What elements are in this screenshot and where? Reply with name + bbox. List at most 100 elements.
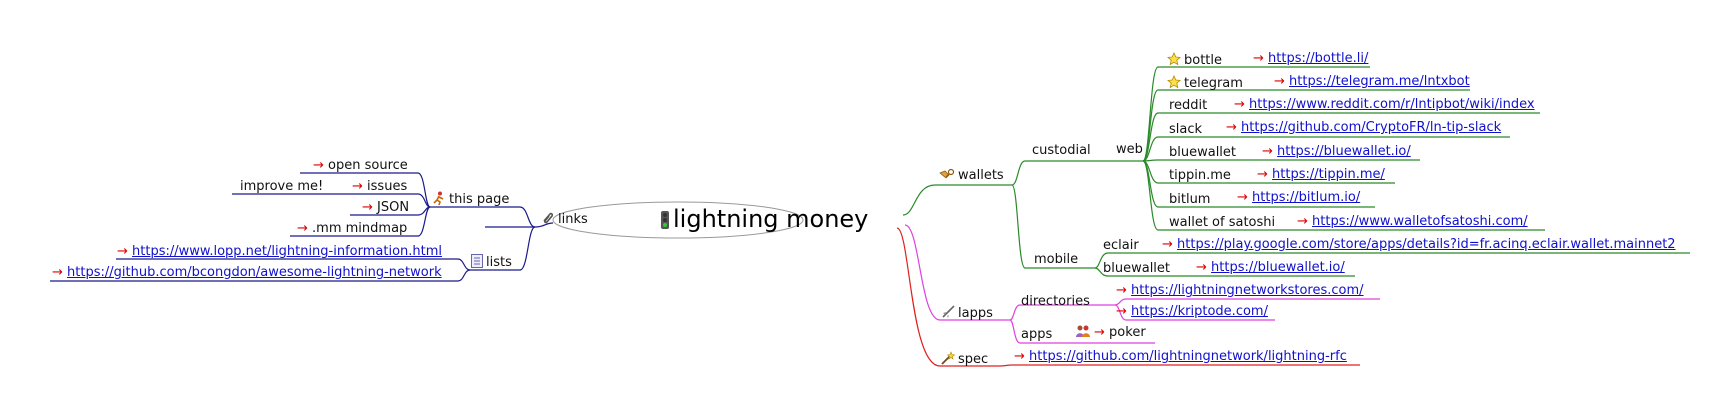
rocket-icon <box>941 305 955 323</box>
edge-wos <box>1142 160 1545 231</box>
node-tippin-label: tippin.me <box>1169 168 1231 183</box>
node-lapps-label: lapps <box>958 306 993 321</box>
root-label: lightning money <box>673 205 869 233</box>
node-open-source[interactable]: → open source <box>313 158 408 173</box>
edge-eclair <box>1094 252 1690 269</box>
lnstores-hyperlink[interactable]: https://lightningnetworkstores.com/ <box>1131 283 1364 298</box>
node-web[interactable]: web <box>1116 142 1143 157</box>
magic-wand-icon <box>941 351 956 369</box>
node-spec-link[interactable]: → https://github.com/lightningnetwork/li… <box>1014 349 1347 364</box>
red-arrow-icon: → <box>1116 283 1127 298</box>
node-wos-label: wallet of satoshi <box>1169 215 1276 230</box>
star-icon <box>1167 75 1181 93</box>
root-node[interactable]: lightning money <box>660 205 868 235</box>
node-issues[interactable]: → issues <box>352 179 407 194</box>
running-person-icon <box>432 191 446 209</box>
node-slack-link[interactable]: → https://github.com/CryptoFR/ln-tip-sla… <box>1226 120 1501 135</box>
node-awesome-link[interactable]: → https://github.com/bcongdon/awesome-li… <box>52 265 442 280</box>
edge-bluewallet <box>1142 159 1420 162</box>
people-icon <box>1075 324 1091 342</box>
red-arrow-icon: → <box>1262 144 1273 159</box>
node-json[interactable]: → JSON <box>362 200 409 215</box>
red-arrow-icon: → <box>1014 349 1025 364</box>
bluewallet-mobile-hyperlink[interactable]: https://bluewallet.io/ <box>1211 260 1345 275</box>
node-custodial[interactable]: custodial <box>1032 143 1091 158</box>
reddit-hyperlink[interactable]: https://www.reddit.com/r/lntipbot/wiki/i… <box>1249 97 1535 112</box>
node-lnstores-link[interactable]: → https://lightningnetworkstores.com/ <box>1116 283 1364 298</box>
node-bitlum-link[interactable]: → https://bitlum.io/ <box>1237 190 1360 205</box>
red-arrow-icon: → <box>1234 97 1245 112</box>
node-telegram-link[interactable]: → https://telegram.me/lntxbot <box>1274 74 1470 89</box>
node-bluewallet-mobile[interactable]: bluewallet <box>1103 261 1170 276</box>
node-slack-label: slack <box>1169 122 1203 137</box>
node-directories[interactable]: directories <box>1021 294 1090 309</box>
edge-lopp <box>116 258 471 271</box>
spec-hyperlink[interactable]: https://github.com/lightningnetwork/ligh… <box>1029 349 1347 364</box>
node-reddit-link[interactable]: → https://www.reddit.com/r/lntipbot/wiki… <box>1234 97 1535 112</box>
edge-this-page <box>430 206 536 228</box>
node-links[interactable]: links <box>541 211 588 229</box>
red-arrow-icon: → <box>1196 260 1207 275</box>
node-bottle[interactable]: bottle <box>1167 52 1222 70</box>
edge-awesome <box>50 269 471 282</box>
edge-lapps <box>904 224 1010 321</box>
node-spec-label: spec <box>958 352 989 367</box>
red-arrow-icon: → <box>117 244 128 259</box>
node-bluewallet-link[interactable]: → https://bluewallet.io/ <box>1262 144 1411 159</box>
eclair-hyperlink[interactable]: https://play.google.com/store/apps/detai… <box>1177 237 1676 252</box>
tippin-hyperlink[interactable]: https://tippin.me/ <box>1272 167 1385 182</box>
node-mm-mindmap[interactable]: → .mm mindmap <box>297 221 407 236</box>
node-wos[interactable]: wallet of satoshi <box>1169 215 1275 230</box>
node-bottle-link[interactable]: → https://bottle.li/ <box>1253 51 1368 66</box>
node-issues-label: issues <box>367 179 408 194</box>
telegram-hyperlink[interactable]: https://telegram.me/lntxbot <box>1289 74 1470 89</box>
node-lists[interactable]: lists <box>471 254 512 272</box>
node-telegram[interactable]: telegram <box>1167 75 1243 93</box>
node-kriptode-link[interactable]: → https://kriptode.com/ <box>1116 304 1268 319</box>
node-eclair-link[interactable]: → https://play.google.com/store/apps/det… <box>1162 237 1676 252</box>
node-reddit[interactable]: reddit <box>1169 98 1207 113</box>
bluewallet-hyperlink[interactable]: https://bluewallet.io/ <box>1277 144 1411 159</box>
node-improve-me[interactable]: improve me! <box>240 179 323 194</box>
bitlum-hyperlink[interactable]: https://bitlum.io/ <box>1252 190 1361 205</box>
red-arrow-icon: → <box>1237 190 1248 205</box>
node-open-source-label: open source <box>328 158 408 173</box>
node-bluewallet-mobile-link[interactable]: → https://bluewallet.io/ <box>1196 260 1345 275</box>
edge-issues <box>340 193 431 208</box>
node-tippin-link[interactable]: → https://tippin.me/ <box>1257 167 1385 182</box>
node-poker[interactable]: → poker <box>1075 324 1146 342</box>
node-apps[interactable]: apps <box>1021 327 1052 342</box>
node-this-page[interactable]: this page <box>432 191 509 209</box>
node-slack[interactable]: slack <box>1169 122 1202 137</box>
node-wallets[interactable]: wallets <box>939 167 1004 185</box>
edge-mm-mindmap <box>290 206 431 237</box>
node-this-page-label: this page <box>449 192 510 207</box>
node-bitlum[interactable]: bitlum <box>1169 192 1210 207</box>
node-tippin[interactable]: tippin.me <box>1169 168 1231 183</box>
red-arrow-icon: → <box>1094 325 1105 340</box>
node-lopp-link[interactable]: → https://www.lopp.net/lightning-informa… <box>117 244 442 259</box>
awesome-hyperlink[interactable]: https://github.com/bcongdon/awesome-ligh… <box>67 265 442 280</box>
node-lapps[interactable]: lapps <box>941 305 993 323</box>
node-mm-mindmap-label: .mm mindmap <box>312 221 408 236</box>
red-arrow-icon: → <box>1297 214 1308 229</box>
bottle-hyperlink[interactable]: https://bottle.li/ <box>1268 51 1369 66</box>
node-mobile[interactable]: mobile <box>1034 252 1078 267</box>
wos-hyperlink[interactable]: https://www.walletofsatoshi.com/ <box>1312 214 1528 229</box>
node-wos-link[interactable]: → https://www.walletofsatoshi.com/ <box>1297 214 1528 229</box>
edge-lists <box>470 226 536 271</box>
node-eclair[interactable]: eclair <box>1103 238 1139 253</box>
node-bluewallet[interactable]: bluewallet <box>1169 145 1236 160</box>
slack-hyperlink[interactable]: https://github.com/CryptoFR/ln-tip-slack <box>1241 120 1502 135</box>
node-web-label: web <box>1116 142 1143 157</box>
red-arrow-icon: → <box>313 158 324 173</box>
node-reddit-label: reddit <box>1169 98 1208 113</box>
edge-apps <box>1009 319 1072 344</box>
node-spec[interactable]: spec <box>941 351 988 369</box>
kriptode-hyperlink[interactable]: https://kriptode.com/ <box>1131 304 1268 319</box>
edge-wallets <box>902 184 1012 216</box>
node-directories-label: directories <box>1021 294 1090 309</box>
hand-key-icon <box>939 167 955 185</box>
lopp-hyperlink[interactable]: https://www.lopp.net/lightning-informati… <box>132 244 443 259</box>
